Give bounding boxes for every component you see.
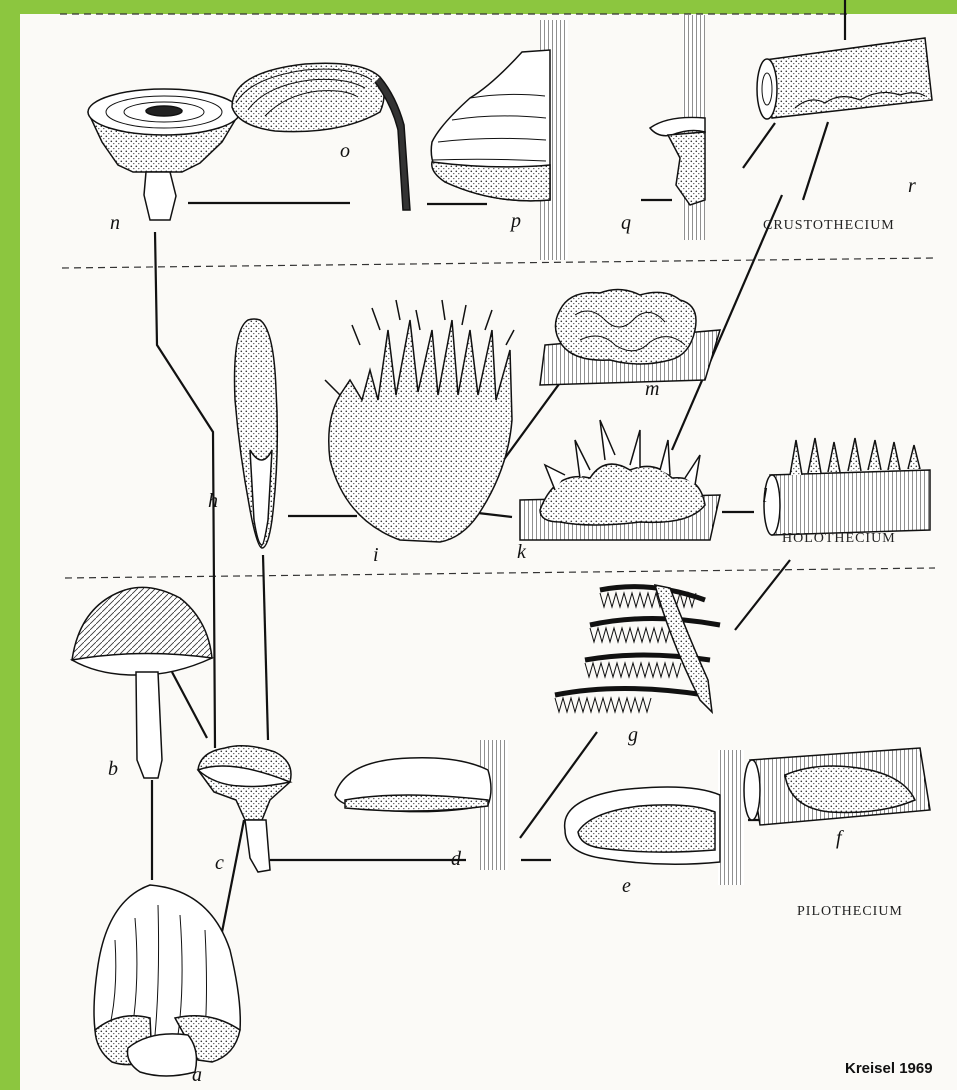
label-k: k xyxy=(517,541,526,564)
label-l: l xyxy=(762,485,768,508)
specimen-o-bracket xyxy=(232,63,410,210)
specimen-k-toothed xyxy=(520,420,720,540)
specimen-g-tooth-shelves xyxy=(555,585,720,712)
specimen-e-hollow-bracket xyxy=(565,750,744,885)
specimen-i-coral xyxy=(325,300,514,542)
zone-label-pilothecium: PILOTHECIUM xyxy=(797,904,903,920)
label-g: g xyxy=(628,724,638,747)
divider-holo-pilo xyxy=(65,568,935,578)
divider-crust-holo xyxy=(62,258,935,268)
label-a: a xyxy=(192,1064,202,1087)
label-d: d xyxy=(451,848,461,871)
label-b: b xyxy=(108,758,118,781)
label-r: r xyxy=(908,175,916,198)
label-i: i xyxy=(373,544,379,567)
label-p: p xyxy=(511,210,521,233)
credit-text: Kreisel 1969 xyxy=(845,1060,933,1077)
specimen-b-mushroom xyxy=(72,587,212,778)
label-o: o xyxy=(340,140,350,163)
specimen-h-club xyxy=(235,319,278,548)
zone-label-crustothecium: CRUSTOTHECIUM xyxy=(763,218,895,234)
specimen-f-crust-on-log xyxy=(744,748,930,825)
specimen-a-veiled-cap xyxy=(94,885,240,1076)
label-c: c xyxy=(215,852,224,875)
specimen-d-bracket-on-trunk xyxy=(335,740,508,870)
label-h: h xyxy=(208,490,218,513)
specimen-m-cerebriform xyxy=(540,289,720,385)
specimen-q-small-bracket xyxy=(650,15,705,240)
label-e: e xyxy=(622,875,631,898)
specimen-p-hoof-polypore xyxy=(431,20,568,260)
label-q: q xyxy=(621,212,631,235)
specimen-l-spines-on-log xyxy=(764,438,930,535)
specimen-n-funnel-polypore xyxy=(88,89,240,220)
specimen-r-crust-on-log xyxy=(757,38,932,119)
zone-label-holothecium: HOLOTHECIUM xyxy=(782,531,896,547)
label-m: m xyxy=(645,378,659,401)
label-n: n xyxy=(110,212,120,235)
specimen-c-funnel xyxy=(198,746,291,872)
label-f: f xyxy=(836,827,842,850)
